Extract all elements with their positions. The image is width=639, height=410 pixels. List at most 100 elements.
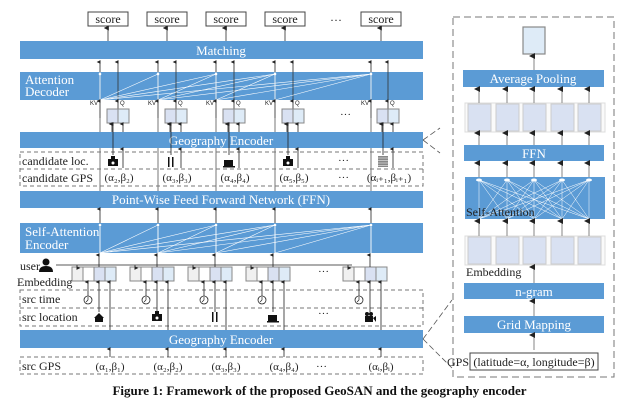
attention-link [99, 224, 159, 254]
attention-link [215, 73, 276, 101]
candidate-gps-value: (α₄,β₄) [220, 172, 249, 184]
rp-self-attention-block [465, 177, 605, 219]
ngram-block [464, 283, 604, 299]
average-pooling-label: Average Pooling [490, 71, 577, 86]
src-gps-value: (α₁,β₁) [95, 361, 124, 373]
user-icon [39, 258, 53, 272]
src-embedding-cell [162, 266, 175, 282]
clock-icon [83, 295, 93, 305]
attention-link [274, 73, 372, 101]
geography-encoder-bottom-block [20, 330, 423, 348]
src-gps-value: (α₂,β₂) [153, 361, 182, 373]
attention-link [478, 179, 508, 220]
ffn-label: Point-Wise Feed Forward Network (FFN) [112, 192, 330, 207]
attention-link [157, 73, 372, 101]
geography-encoder-bottom-label: Geography Encoder [169, 332, 274, 347]
attention-link [533, 179, 590, 220]
src-embedding-cell [353, 266, 366, 282]
self-attention-label-1: Self-Attention [25, 224, 100, 239]
attention-decoder-label-1: Attention [25, 72, 75, 87]
clock-icon [199, 295, 209, 305]
src-gps-value: (α₃,β₃) [211, 361, 240, 373]
query-embedding-cell [376, 108, 389, 124]
src-gps-label: src GPS [22, 359, 61, 373]
q-label: Q [120, 101, 125, 107]
gps-label: GPS [447, 355, 469, 369]
coffee-icon [267, 315, 279, 323]
rp-ffn-label: FFN [522, 146, 546, 161]
embedding-ellipsis: ··· [318, 266, 329, 278]
attention-node [214, 223, 218, 227]
rp-embedding-cell [495, 236, 520, 265]
gps-input-value: (latitude=α, longitude=β) [473, 355, 594, 369]
attention-node [156, 223, 160, 227]
query-embedding-cell [387, 108, 400, 124]
attention-link [561, 179, 590, 220]
grid-mapping-block [464, 316, 604, 333]
src-embedding-cell [342, 266, 355, 282]
rp-hidden-cell [495, 103, 520, 132]
rp-hidden-cell [467, 103, 492, 132]
attention-link [157, 224, 217, 254]
candidate-gps-value: (αᵢ₊₁,βᵢ₊₁) [367, 172, 412, 184]
decoder-ellipsis: ··· [340, 109, 351, 121]
q-label: Q [178, 101, 183, 107]
rp-hidden-cell [550, 103, 575, 132]
attention-node [214, 72, 218, 76]
attention-link [215, 224, 372, 254]
attention-link [157, 224, 372, 254]
kv-label: KV [148, 101, 156, 107]
restaurant-icon [168, 157, 174, 167]
attention-link [157, 73, 217, 101]
q-label: Q [295, 101, 300, 107]
attention-link [157, 73, 276, 101]
attention-link [478, 179, 535, 220]
query-embedding-cell [106, 108, 119, 124]
src-embedding-cell [187, 266, 200, 282]
candidate-gps-value: (α₃,β₃) [162, 172, 191, 184]
rp-hidden-cell [522, 103, 547, 132]
movie-camera-icon [365, 312, 376, 322]
building-icon [378, 156, 388, 167]
attention-link [99, 224, 372, 254]
query-embedding-cell [164, 108, 177, 124]
src-embedding-cell [129, 266, 142, 282]
src-gps-value: (αᵢ,βᵢ) [368, 361, 393, 373]
candidate-gps-value: (α₅,β₅) [279, 172, 308, 184]
kv-label: KV [90, 101, 98, 107]
gps-input-box [469, 352, 599, 371]
attention-link [506, 179, 590, 220]
candidate-loc-ellipsis: ··· [338, 155, 349, 167]
camera-shop-icon [283, 156, 293, 166]
score-label: score [368, 12, 393, 26]
src-embedding-cell [71, 266, 84, 282]
src-region [19, 289, 424, 327]
src-embedding-cell [267, 266, 280, 282]
src-embedding-cell [140, 266, 153, 282]
user-label: user [20, 259, 40, 273]
geography-encoder-top-label: Geography Encoder [169, 133, 274, 148]
score-label: score [213, 12, 238, 26]
src-embedding-cell [375, 266, 388, 282]
coffee-icon [223, 160, 235, 168]
query-embedding-cell [222, 108, 235, 124]
src-embedding-cell [364, 266, 377, 282]
q-label: Q [236, 101, 241, 107]
src-embedding-cell [198, 266, 211, 282]
attention-link [215, 73, 372, 101]
src-embedding-cell [256, 266, 269, 282]
attention-node [273, 223, 277, 227]
attention-link [478, 179, 563, 220]
attention-link [274, 224, 372, 254]
src-embedding-cell [220, 266, 233, 282]
candidate-loc-label: candidate loc. [22, 154, 89, 168]
rp-embedding-label: Embedding [466, 265, 521, 279]
src-embedding-cell [93, 266, 106, 282]
matching-block [20, 41, 423, 59]
output-vector-box [522, 26, 546, 55]
camera-shop-icon [152, 311, 162, 321]
score-label: score [95, 12, 120, 26]
attention-link [99, 73, 372, 101]
attention-link [215, 224, 276, 254]
